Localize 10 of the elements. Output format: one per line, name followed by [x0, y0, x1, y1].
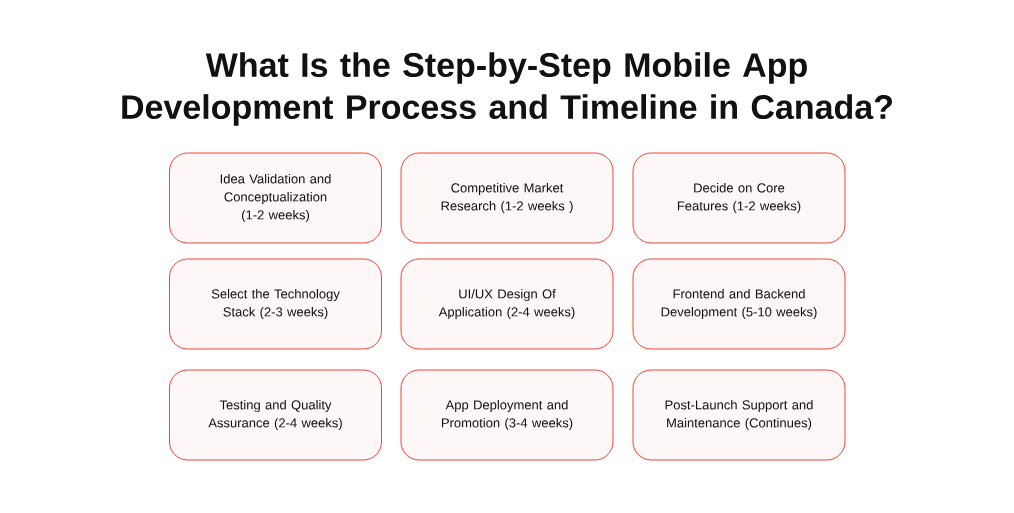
- step-box: UI/UX Design Of Application (2-4 weeks): [400, 258, 614, 350]
- step-box: Select the Technology Stack (2-3 weeks): [169, 258, 382, 350]
- step-box: Frontend and Backend Development (5-10 weeks): [632, 258, 846, 350]
- step-box: Decide on Core Features (1-2 weeks): [632, 152, 846, 244]
- step-box: Testing and Quality Assurance (2-4 weeks): [169, 369, 382, 461]
- step-box: App Deployment and Promotion (3-4 weeks): [400, 369, 614, 461]
- step-box: Post-Launch Support and Maintenance (Continues): [632, 369, 846, 461]
- title: What Is the Step-by-Step Mobile App Development Process and Timeline in Canada?: [122, 52, 892, 126]
- step-box: Idea Validation and Conceptualization (1-2 weeks): [169, 152, 382, 244]
- step-box: Competitive Market Research (1-2 weeks ): [400, 152, 614, 244]
